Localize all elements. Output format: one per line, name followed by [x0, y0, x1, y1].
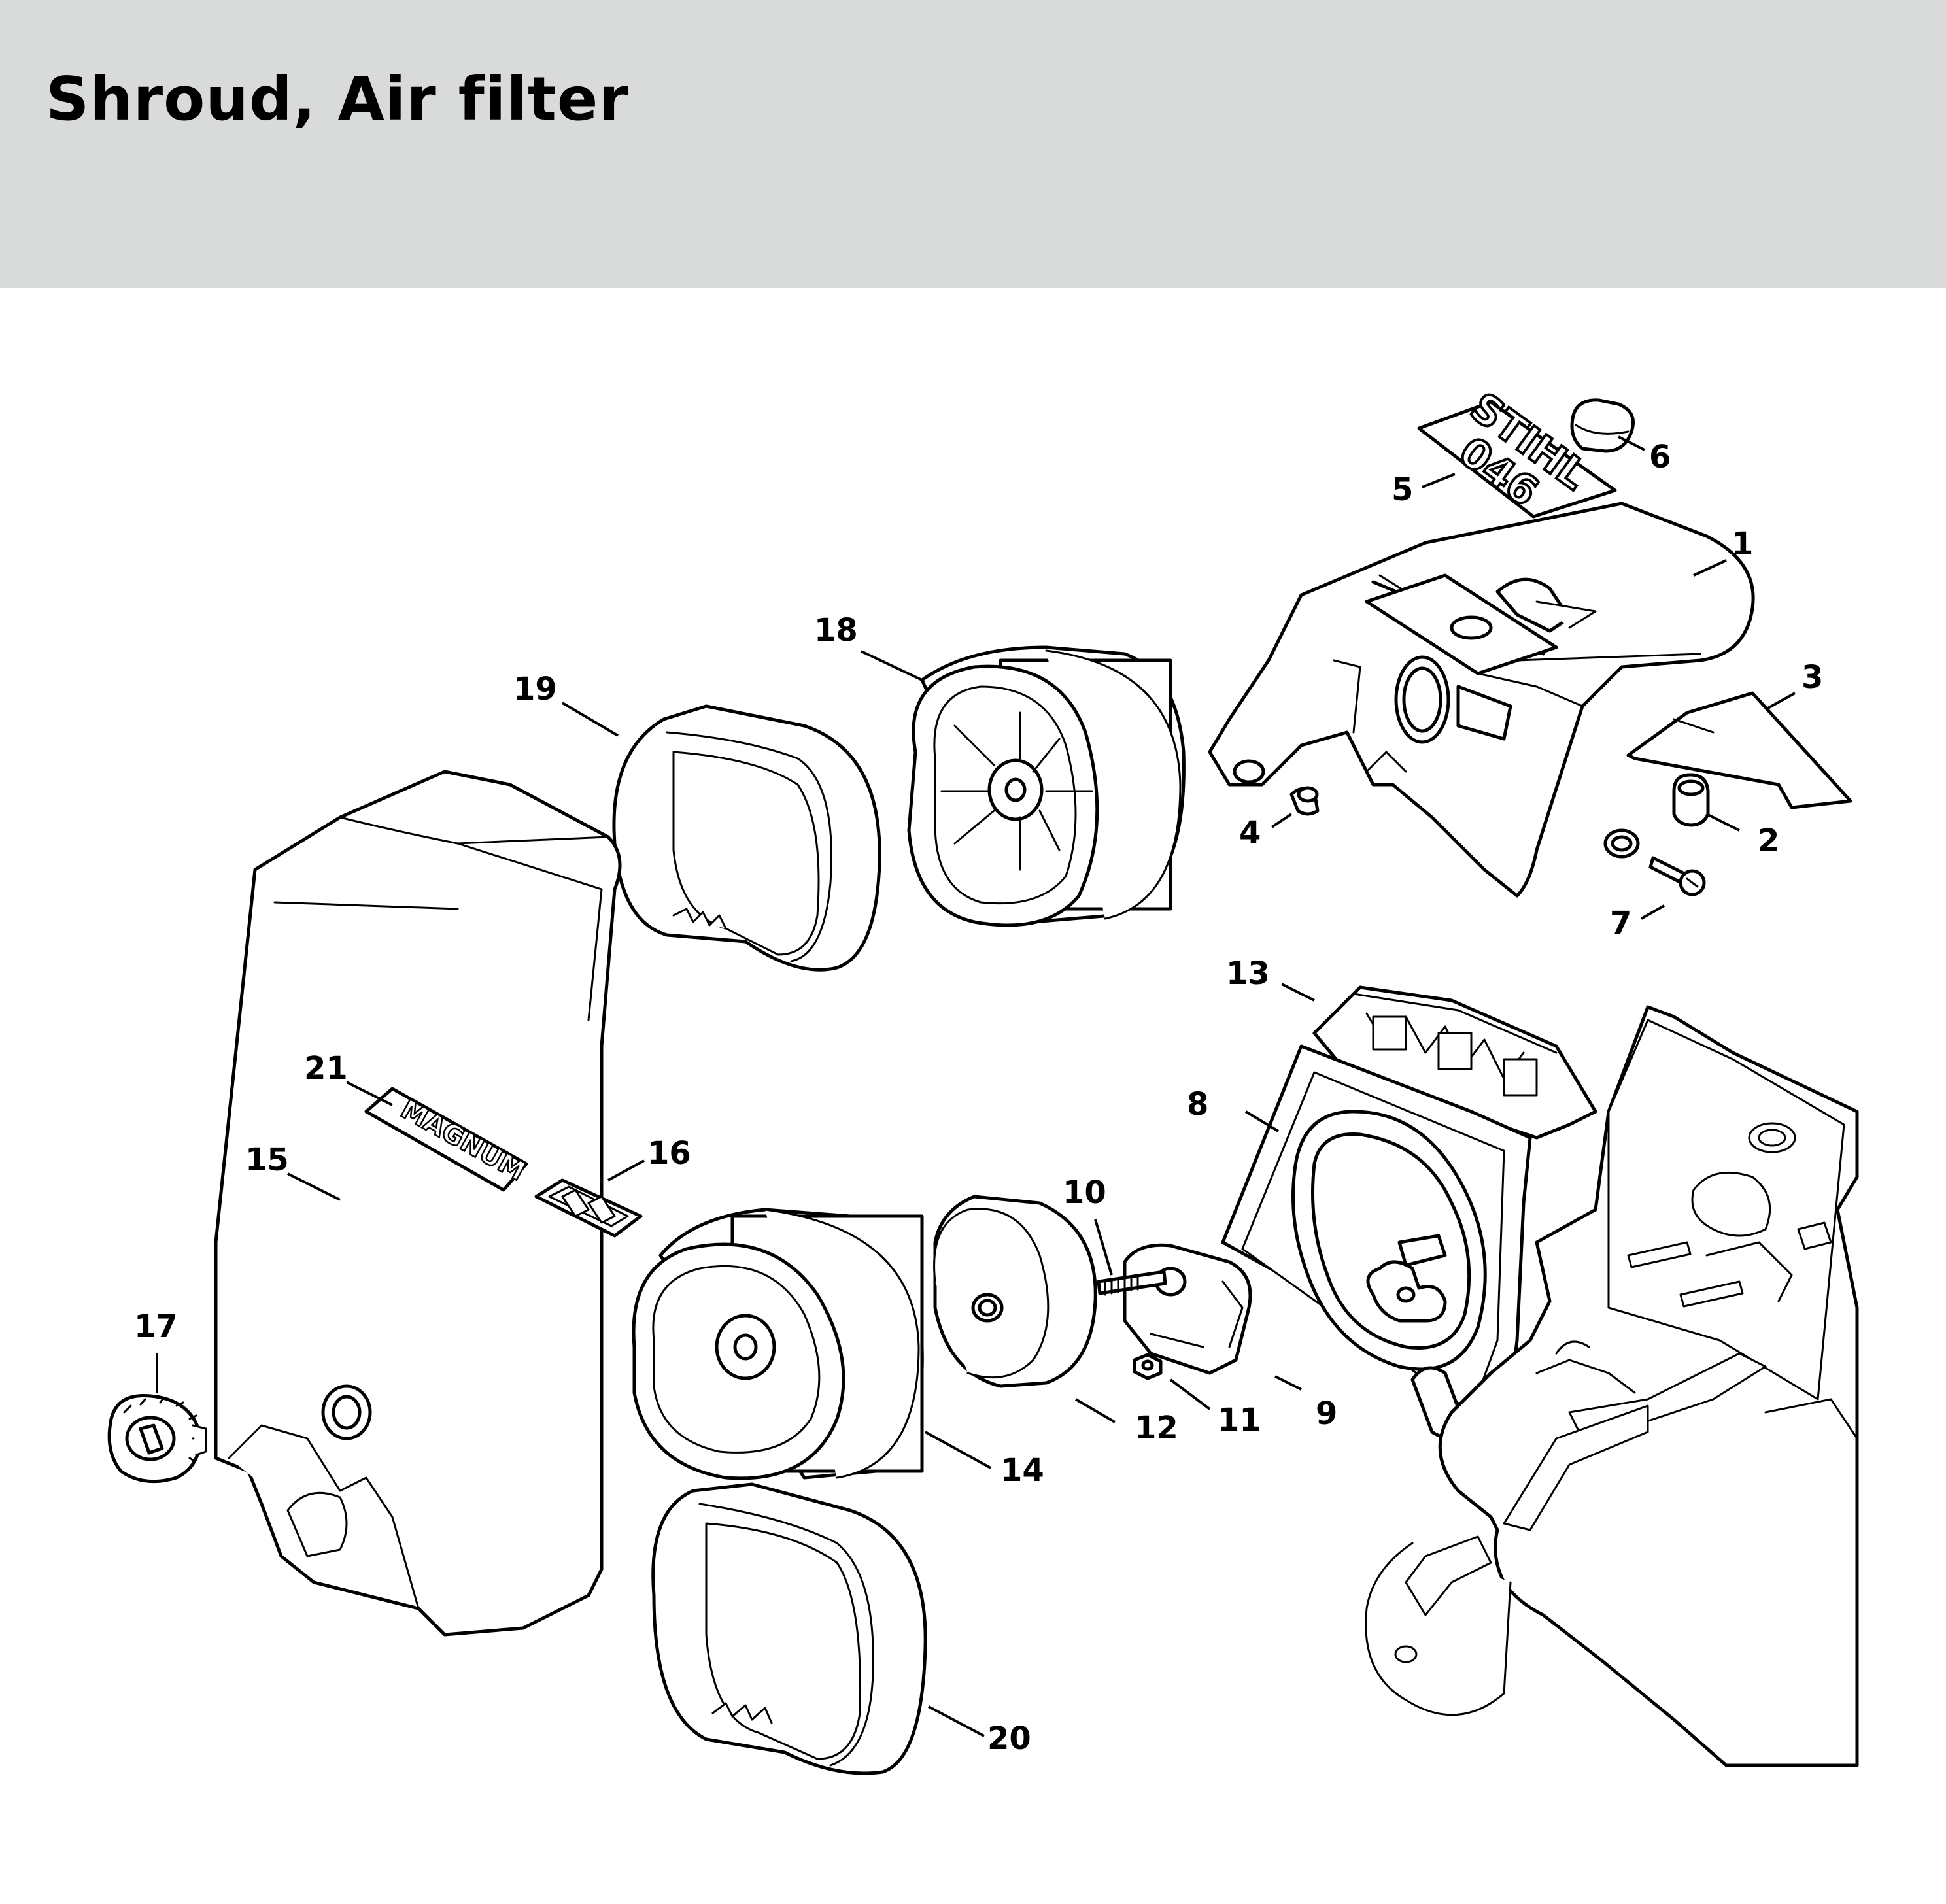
- callout-12: 12: [1135, 1410, 1178, 1446]
- callout-13: 13: [1226, 955, 1270, 992]
- part-11-nut: [1133, 1353, 1163, 1380]
- callout-19: 19: [513, 671, 557, 707]
- part-20-prefilter-band: [651, 1482, 927, 1775]
- header-bar: Shroud, Air filter: [0, 0, 1946, 288]
- part-19-prefilter-band: [612, 704, 881, 972]
- part-4-sleeve: [1289, 786, 1320, 816]
- part-2-grommet: [1672, 773, 1710, 827]
- part-1-shroud: [1208, 502, 1755, 898]
- callout-9: 9: [1316, 1395, 1337, 1432]
- part-15-filter-cover: [214, 770, 622, 1637]
- leader-lines: [156, 435, 1796, 1737]
- part-14-mesh-filter: [632, 1208, 924, 1480]
- part-6-plug: [1570, 398, 1635, 453]
- saw-body-housing: [1365, 1005, 1859, 1767]
- callout-8: 8: [1187, 1086, 1208, 1123]
- callout-labels: 1 2 3 4 5 6 7 8 9 10 11 12 13 14 15 16 1…: [134, 439, 1823, 1757]
- part-8-filter-base: [1221, 1044, 1532, 1467]
- callout-10: 10: [1063, 1174, 1106, 1211]
- part-16-clip: [534, 1178, 643, 1238]
- page-title: Shroud, Air filter: [46, 64, 629, 134]
- callout-1: 1: [1732, 526, 1753, 562]
- callout-18: 18: [814, 612, 858, 649]
- part-10-stud: [1097, 1270, 1167, 1296]
- callout-3: 3: [1801, 659, 1823, 696]
- callout-2: 2: [1758, 823, 1779, 859]
- part-7-screw: [1648, 856, 1706, 896]
- callout-20: 20: [987, 1720, 1031, 1757]
- part-13-intake-housing: [1312, 985, 1597, 1140]
- callout-11: 11: [1218, 1402, 1261, 1438]
- callout-16: 16: [647, 1135, 691, 1172]
- part-12-cover-plate: [933, 1195, 1097, 1388]
- part-17-knob: [107, 1393, 207, 1484]
- part-3-baffle: [1626, 691, 1852, 809]
- callout-5: 5: [1391, 471, 1413, 508]
- callout-4: 4: [1239, 815, 1261, 851]
- part-18-air-filter: [907, 645, 1186, 927]
- callout-17: 17: [134, 1308, 178, 1345]
- part-9-carrier: [1123, 1243, 1252, 1375]
- callout-6: 6: [1649, 439, 1671, 475]
- callout-7: 7: [1610, 905, 1631, 942]
- callout-14: 14: [1000, 1452, 1044, 1489]
- callout-21: 21: [304, 1050, 348, 1087]
- callout-15: 15: [245, 1142, 289, 1178]
